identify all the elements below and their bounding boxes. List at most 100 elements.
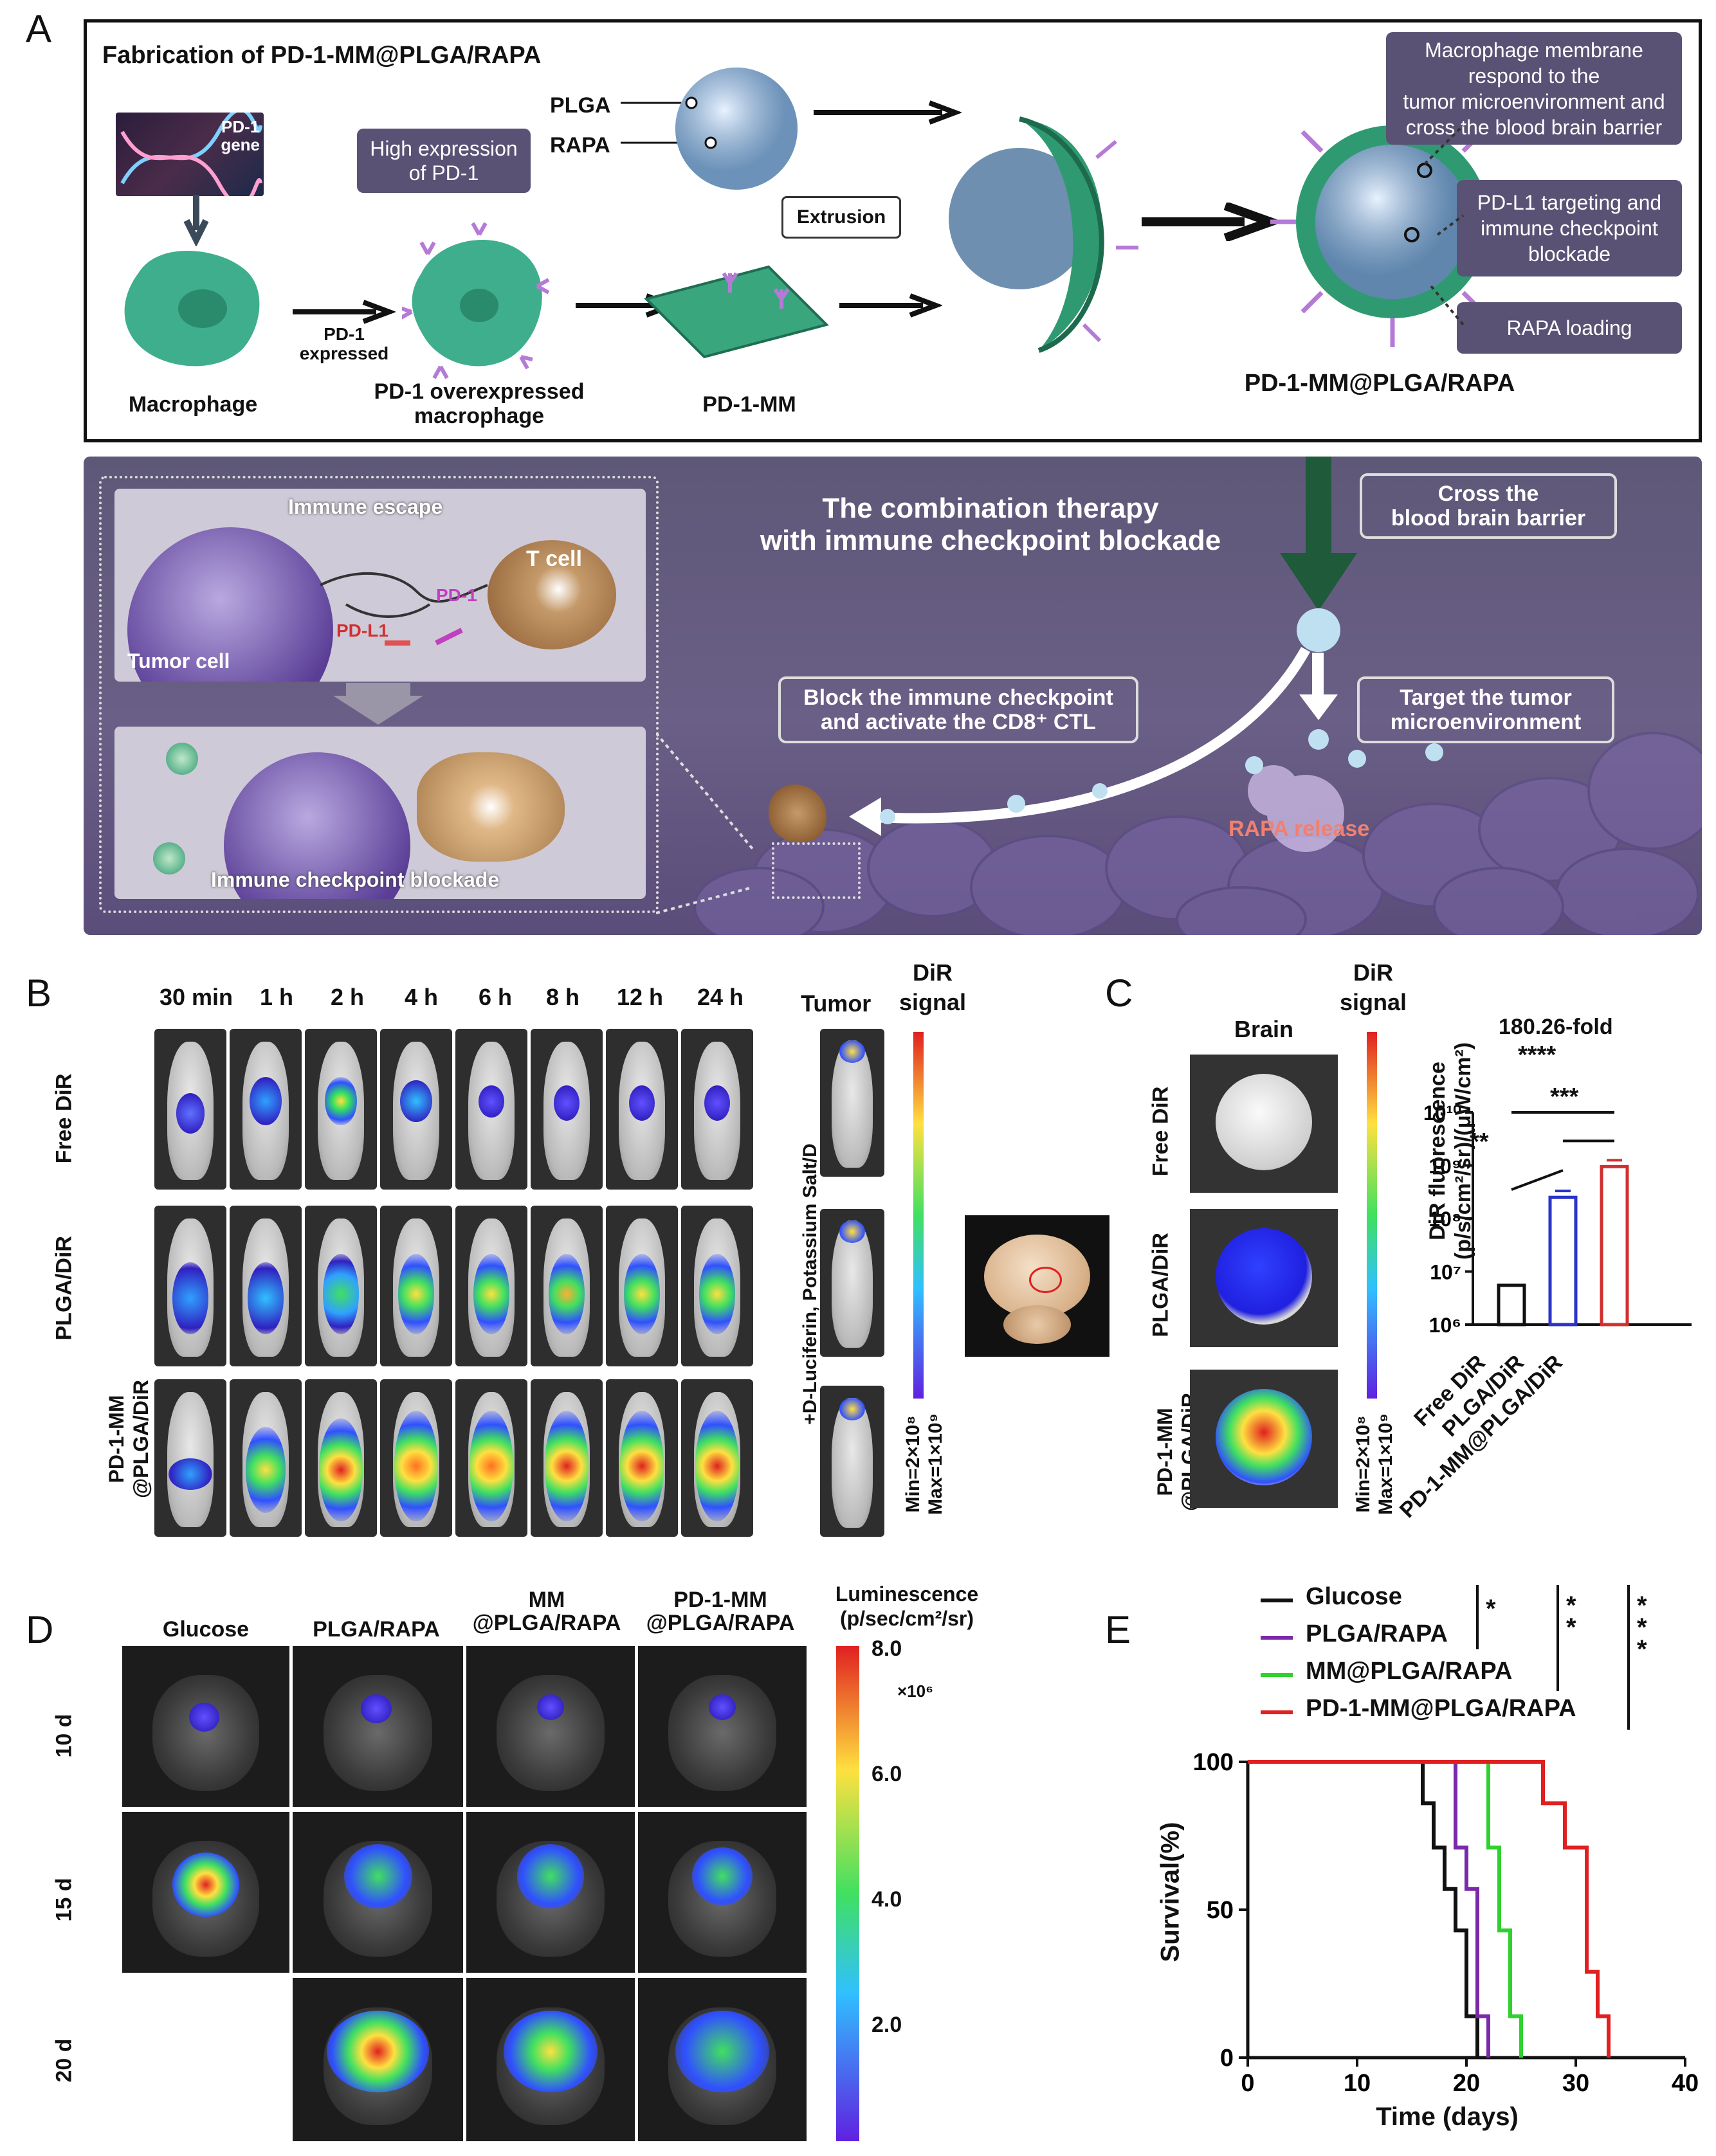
panel-label-b: B <box>26 972 52 1015</box>
legend-label: PLGA/RAPA <box>1306 1620 1448 1647</box>
sig-star: * * * <box>1637 1591 1647 1663</box>
x-tick-label: 30 <box>1562 2070 1589 2097</box>
checkpoint-blockade-box: Immune checkpoint blockade <box>114 727 646 899</box>
survival-line-glucose <box>1248 1760 1479 2058</box>
tumor-mouse-image <box>820 1386 884 1537</box>
y-tick-label: 10⁸ <box>1428 1208 1461 1231</box>
brain-image <box>1190 1055 1338 1193</box>
survival-line-plga-rapa <box>1248 1760 1490 2058</box>
legend-label: Glucose <box>1306 1583 1402 1610</box>
time-label: 6 h <box>478 984 512 1010</box>
d-colorbar-tick: 8.0 <box>872 1636 902 1661</box>
pd1-mm-label: PD-1-MM <box>702 392 796 417</box>
pd1-overexpressed-label: PD-1 overexpressed macrophage <box>374 379 585 428</box>
x-tick-label: 0 <box>1241 2070 1254 2097</box>
arrow-right-icon <box>814 100 962 125</box>
d-row-label: 20 d <box>51 2038 77 2083</box>
d-row-label: 10 d <box>51 1714 77 1758</box>
arrow-right-icon <box>839 293 942 318</box>
panel-label-d: D <box>26 1608 54 1651</box>
time-label: 24 h <box>697 984 744 1010</box>
row-label-pd1mm-dir: PD-1-MM @PLGA/DiR <box>105 1379 152 1499</box>
cross-bbb-box: Cross the blood brain barrier <box>1360 473 1617 539</box>
block-checkpoint-box: Block the immune checkpoint and activate… <box>778 676 1138 743</box>
pd1-label: PD-1 <box>436 585 477 605</box>
immune-blockade-label: Immune checkpoint blockade <box>211 868 500 891</box>
dna-image: PD-1 gene <box>116 107 264 207</box>
d-row-label: 15 d <box>51 1878 77 1922</box>
mouse-image <box>606 1029 678 1190</box>
d-col-header: MM @PLGA/RAPA <box>472 1588 621 1635</box>
e-ylabel: Survival(%) <box>1156 1822 1185 1962</box>
macrophage-cell-icon <box>124 251 260 367</box>
sig-star: * <box>1486 1595 1496 1623</box>
time-label: 8 h <box>545 984 580 1010</box>
t-cell-shape <box>417 752 565 862</box>
bar-free-dir <box>1497 1283 1526 1327</box>
inset-leader-lines <box>656 733 754 914</box>
mouse-image <box>380 1029 452 1190</box>
sig-line <box>1511 1169 1564 1191</box>
mouse-image <box>681 1206 753 1366</box>
x-tick-label: 20 <box>1453 2070 1480 2097</box>
macrophage-label: Macrophage <box>128 392 258 417</box>
pdl1-label: PD-L1 <box>336 621 388 640</box>
d-colorbar-tick: 2.0 <box>872 2013 902 2037</box>
sig-bracket <box>1556 1585 1559 1691</box>
mouse-image <box>606 1206 678 1366</box>
mouse-image <box>154 1206 226 1366</box>
fabrication-box: Fabrication of PD-1-MM@PLGA/RAPA PD-1 ge… <box>84 19 1702 442</box>
mouse-image <box>606 1379 678 1537</box>
panel-label-e: E <box>1105 1608 1131 1651</box>
panel-b-image-grid <box>154 1029 753 1537</box>
d-colorbar <box>836 1646 859 2141</box>
t-cell-shape <box>769 784 826 842</box>
therapy-schematic: Immune escape T cell PD-1 PD-L1 Tumor ce… <box>84 457 1702 935</box>
high-expression-callout: High expression of PD-1 <box>357 129 531 193</box>
mouse-image <box>230 1029 302 1190</box>
b-min-label: Min=2×10⁸ <box>902 1415 924 1513</box>
immune-escape-label: Immune escape <box>288 495 443 518</box>
c-sig-4star: **** <box>1518 1042 1556 1069</box>
t-cell-label: T cell <box>526 547 582 571</box>
c-sig-3star: *** <box>1550 1083 1579 1110</box>
bar-chart-axes <box>1472 1112 1692 1326</box>
fabrication-title: Fabrication of PD-1-MM@PLGA/RAPA <box>102 42 542 69</box>
pd1-expressed-label: PD-1 expressed <box>299 324 389 363</box>
sig-bracket <box>1476 1585 1479 1649</box>
nanoparticle-icon <box>166 743 198 775</box>
callout-membrane: Macrophage membrane respond to the tumor… <box>1386 32 1682 145</box>
y-tick-label: 10⁷ <box>1430 1261 1461 1284</box>
tumor-tissue-background <box>693 732 1702 935</box>
b-max-label: Max=1×10⁹ <box>925 1413 946 1515</box>
mouse-head-image <box>466 1812 635 1973</box>
therapy-flow-arrows <box>849 457 1443 836</box>
plga-sphere-icon <box>621 68 798 190</box>
lum-title: Luminescence (p/sec/cm²/sr) <box>835 1582 979 1630</box>
y-tick-label: 100 <box>1193 1749 1234 1776</box>
bar-plga-dir <box>1548 1195 1578 1327</box>
target-tumor-box: Target the tumor microenvironment <box>1357 676 1614 743</box>
mouse-image <box>455 1379 527 1537</box>
b-colorbar <box>913 1032 924 1399</box>
down-arrow-icon <box>333 683 423 725</box>
mouse-image <box>154 1379 226 1537</box>
x-tick-label: 10 <box>1344 2070 1371 2097</box>
mouse-head-image <box>122 1646 289 1807</box>
panel-label-a: A <box>26 7 52 50</box>
d-col-header: PD-1-MM @PLGA/RAPA <box>646 1588 795 1635</box>
y-tick-label: 50 <box>1207 1897 1234 1924</box>
survival-legend: Glucose PLGA/RAPA MM@PLGA/RAPA PD-1-MM@P… <box>1261 1582 1679 1736</box>
mouse-image <box>455 1029 527 1190</box>
legend-label: MM@PLGA/RAPA <box>1306 1658 1513 1685</box>
c-colorbar <box>1367 1032 1377 1399</box>
time-label: 1 h <box>259 984 293 1010</box>
bar-chart-bars <box>1497 1111 1629 1327</box>
tumor-mouse-image <box>820 1209 884 1357</box>
mouse-image <box>455 1206 527 1366</box>
row-label-plga-dir: PLGA/DiR <box>51 1236 77 1341</box>
legend-swatch <box>1261 1599 1293 1602</box>
mouse-head-image <box>466 1978 635 2141</box>
half-coated-particle-icon <box>949 116 1138 353</box>
